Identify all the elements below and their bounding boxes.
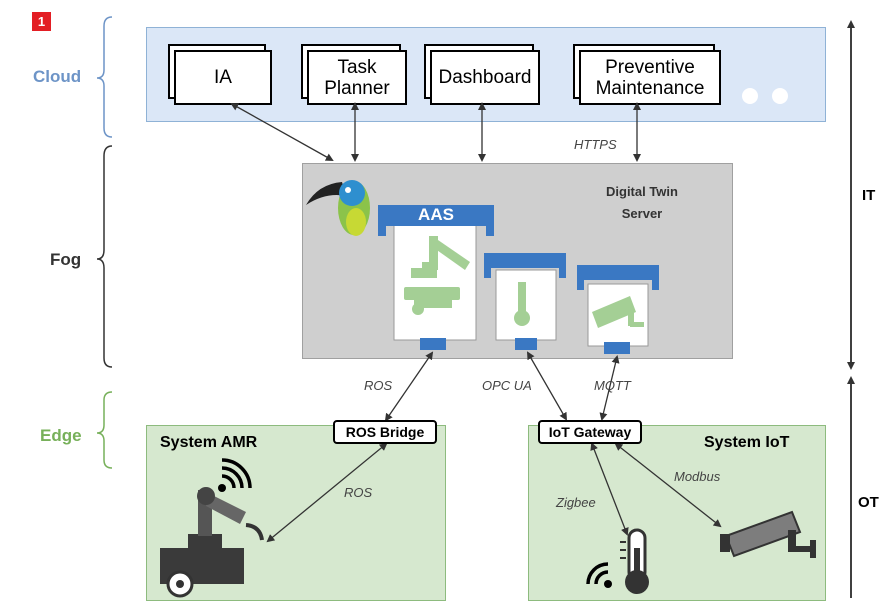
digital-twin-server-line1: Digital Twin (606, 184, 678, 199)
aas-amr-container (378, 205, 494, 350)
figure-number-badge: 1 (32, 12, 51, 31)
dashboard-box: Dashboard (430, 50, 540, 105)
zigbee-arrow (590, 442, 629, 536)
it-zone-label: IT (862, 187, 876, 204)
digital-twin-server-title: Digital Twin Server (582, 181, 702, 225)
cloud-layer-label: Cloud (33, 67, 82, 86)
ros-edge-label: ROS (344, 485, 373, 500)
aas-rosbridge-arrow (384, 351, 434, 422)
amr-robot-icon (160, 458, 264, 598)
https-label: HTTPS (574, 137, 617, 152)
ia-fog-arrow (230, 103, 334, 161)
ia-service-box: IA (174, 50, 272, 105)
ros-fog-label: ROS (364, 378, 393, 393)
mqtt-label: MQTT (594, 378, 631, 393)
zigbee-label: Zigbee (556, 495, 596, 510)
opcua-label: OPC UA (482, 378, 532, 393)
preventive-label-line2: Maintenance (595, 77, 705, 99)
cloud-brace (96, 16, 113, 138)
iot-thermometer-icon (586, 528, 649, 594)
toucan-logo-icon (306, 180, 370, 236)
modbus-arrow (614, 442, 722, 528)
opcua-gateway-arrow (527, 351, 567, 421)
task-planner-label-line2: Planner (324, 77, 390, 99)
aas-camera-container (577, 265, 659, 354)
digital-twin-server-line2: Server (621, 206, 663, 221)
modbus-label: Modbus (674, 469, 721, 484)
fog-brace (96, 145, 113, 368)
task-planner-box: Task Planner (307, 50, 407, 105)
mqtt-gateway-arrow (599, 355, 620, 421)
system-iot-title: System IoT (704, 434, 790, 451)
preventive-maintenance-box: Preventive Maintenance (579, 50, 721, 105)
rosbridge-robot-arrow (266, 442, 388, 543)
preventive-label-line1: Preventive (605, 56, 695, 78)
fog-layer-label: Fog (50, 250, 82, 269)
more-services-dots (742, 88, 802, 109)
dashboard-label: Dashboard (438, 67, 532, 88)
ros-bridge-tag: ROS Bridge (333, 420, 437, 444)
aas-label: AAS (418, 205, 454, 224)
ot-zone-label: OT (858, 494, 879, 511)
aas-thermometer-container (484, 253, 566, 350)
iot-camera-icon (720, 510, 816, 558)
edge-layer-label: Edge (40, 426, 82, 445)
task-planner-label-line1: Task (337, 56, 377, 78)
ia-service-label: IA (214, 67, 232, 88)
edge-brace (96, 391, 113, 469)
iot-gateway-tag: IoT Gateway (538, 420, 642, 444)
system-amr-title: System AMR (160, 434, 258, 451)
